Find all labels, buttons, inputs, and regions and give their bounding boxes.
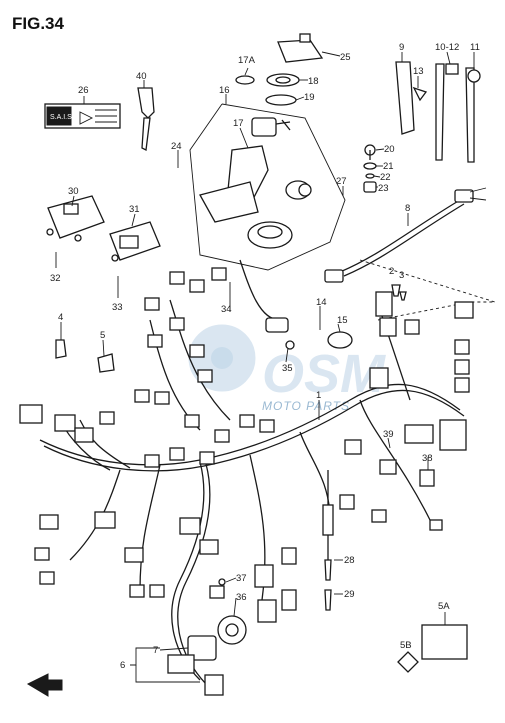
- callout-17: 17: [233, 118, 244, 129]
- callout-37: 37: [236, 573, 247, 584]
- sensor-parts: [322, 470, 334, 611]
- clamps: [395, 61, 481, 163]
- callout-4: 4: [58, 312, 63, 323]
- callout-21: 21: [383, 161, 394, 172]
- callout-28: 28: [344, 555, 355, 566]
- callout-29: 29: [344, 589, 355, 600]
- callout-5: 5: [100, 330, 105, 341]
- callout-24: 24: [171, 141, 182, 152]
- callout-19: 19: [304, 92, 315, 103]
- callout-labels: 25 17A 18 19 26 40 16 17 24 27 9 10-12 1…: [50, 42, 480, 671]
- figure-title: FIG.34: [12, 14, 64, 33]
- callout-9: 9: [399, 42, 404, 53]
- leader-lines: [55, 51, 475, 683]
- harness-connectors: [19, 267, 474, 623]
- callout-16: 16: [219, 85, 230, 96]
- ignition-switch-group: [189, 103, 346, 271]
- callout-40: 40: [136, 71, 147, 82]
- callout-3: 3: [399, 270, 404, 281]
- callout-5b: 5B: [400, 640, 412, 651]
- callout-20: 20: [384, 144, 395, 155]
- callout-39: 39: [383, 429, 394, 440]
- callout-36: 36: [236, 592, 247, 603]
- callout-10-12: 10-12: [435, 42, 459, 53]
- small-hardware: [363, 144, 377, 193]
- callout-38: 38: [422, 453, 433, 464]
- label-plate-title: S.A.I.S.: [50, 114, 74, 121]
- callout-26: 26: [78, 85, 89, 96]
- front-arrow-icon: [26, 673, 63, 697]
- callout-30: 30: [68, 186, 79, 197]
- callout-6: 6: [120, 660, 125, 671]
- callout-2: 2: [389, 266, 394, 277]
- main-wiring-harness: [39, 259, 465, 685]
- watermark-tagline: MOTO PARTS: [262, 399, 350, 413]
- callout-7: 7: [153, 645, 158, 656]
- watermark: OSM MOTO PARTS: [188, 324, 386, 413]
- small-fittings: [55, 284, 407, 373]
- watermark-brand: OSM: [262, 344, 386, 404]
- callout-5a: 5A: [438, 601, 450, 612]
- callout-33: 33: [112, 302, 123, 313]
- callout-25: 25: [340, 52, 351, 63]
- callout-34: 34: [221, 304, 232, 315]
- callout-35: 35: [282, 363, 293, 374]
- callout-18: 18: [308, 76, 319, 87]
- callout-32: 32: [50, 273, 61, 284]
- callout-13: 13: [413, 66, 424, 77]
- sub-harness: [324, 187, 487, 283]
- relay-box: [167, 635, 224, 696]
- label-plate: S.A.I.S.: [44, 103, 121, 129]
- callout-11: 11: [470, 42, 480, 53]
- pads: [397, 624, 468, 673]
- callout-17a: 17A: [238, 55, 256, 66]
- callout-1: 1: [316, 390, 321, 401]
- callout-8: 8: [405, 203, 410, 214]
- buzzer: [217, 578, 247, 645]
- callout-15: 15: [337, 315, 348, 326]
- callout-14: 14: [316, 297, 327, 308]
- key: [137, 87, 155, 151]
- relay-units: [46, 195, 161, 262]
- seat-lock-parts: [235, 33, 324, 106]
- callout-23: 23: [378, 183, 389, 194]
- callout-31: 31: [129, 204, 140, 215]
- callout-22: 22: [380, 172, 391, 183]
- callout-27: 27: [336, 176, 347, 187]
